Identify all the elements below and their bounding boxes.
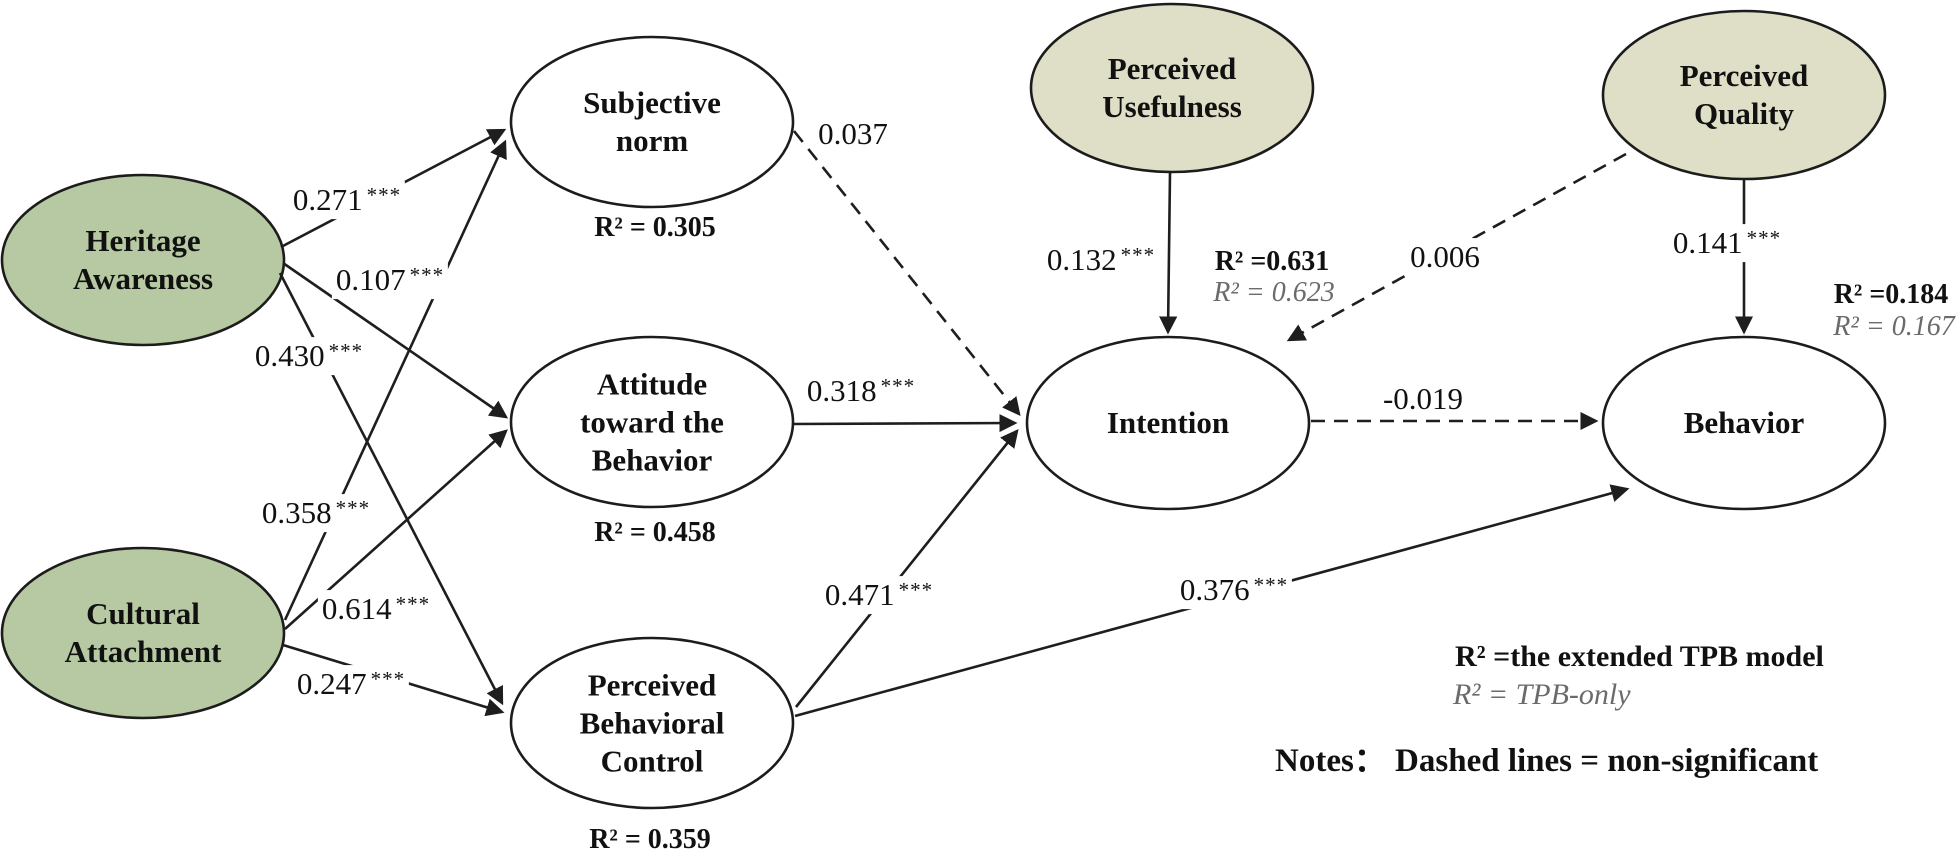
- significance-stars: ***: [898, 578, 934, 603]
- significance-stars: ***: [1120, 243, 1156, 268]
- significance-stars: ***: [1746, 226, 1782, 251]
- node-perceived-usefulness: [1029, 2, 1315, 174]
- r2-subjective-norm: R² = 0.305: [594, 211, 716, 243]
- r2-attitude: R² = 0.458: [594, 516, 716, 548]
- coef-quality-intention: 0.006: [1406, 238, 1488, 276]
- node-label-attitude: Attitude toward the Behavior: [580, 366, 724, 477]
- node-intention: [1025, 335, 1311, 511]
- arrow-cultural-to-subjective-norm: [283, 139, 507, 621]
- coef-heritage-pbc: 0.430***: [250, 337, 368, 375]
- significance-stars: ***: [395, 592, 431, 617]
- r2-intention-extended: R² =0.631: [1214, 245, 1330, 277]
- r2-intention-tpb-only: R² = 0.623: [1213, 276, 1335, 308]
- r2-pbc: R² = 0.359: [589, 823, 711, 855]
- coef-cultural-subjective-norm: 0.358***: [257, 494, 375, 532]
- significance-stars: ***: [328, 339, 364, 364]
- arrow-usefulness-to-intention: [1159, 172, 1178, 335]
- significance-stars: ***: [409, 263, 445, 288]
- legend-notes: Notes： Dashed lines = non-significant: [1275, 743, 1819, 779]
- node-label-perceived-quality: Perceived Quality: [1679, 58, 1809, 131]
- coef-cultural-pbc: 0.247***: [292, 665, 410, 703]
- node-attitude: [509, 335, 795, 509]
- node-subjective-norm: [509, 35, 795, 209]
- r2-behavior-extended: R² =0.184: [1833, 278, 1949, 310]
- coef-attitude-intention: 0.318***: [802, 372, 920, 410]
- node-behavior: [1601, 335, 1887, 511]
- coef-subjective-norm-intention: 0.037: [814, 115, 896, 153]
- node-label-intention: Intention: [1106, 405, 1230, 441]
- node-label-perceived-usefulness: Perceived Usefulness: [1102, 51, 1242, 124]
- node-heritage-awareness: [0, 173, 286, 347]
- arrow-heritage-to-attitude: [282, 261, 509, 419]
- node-perceived-quality: [1601, 9, 1887, 181]
- legend-r2-extended: R² =the extended TPB model: [1455, 640, 1824, 673]
- arrow-subjective-norm-to-intention-dashed: [792, 130, 1021, 416]
- r2-behavior-tpb-only: R² = 0.167: [1833, 310, 1955, 342]
- coef-heritage-subjective-norm: 0.271***: [288, 181, 406, 219]
- coef-quality-behavior: 0.141***: [1668, 224, 1786, 262]
- coef-pbc-intention: 0.471***: [820, 576, 938, 614]
- node-label-cultural-attachment: Cultural Attachment: [64, 596, 222, 669]
- arrow-attitude-to-intention: [793, 413, 1018, 433]
- node-label-perceived-behavioral-control: Perceived Behavioral Control: [579, 667, 725, 778]
- significance-stars: ***: [370, 667, 406, 692]
- node-perceived-behavioral-control: [509, 636, 795, 810]
- coef-intention-behavior: -0.019: [1378, 380, 1472, 418]
- coef-pbc-behavior: 0.376***: [1175, 571, 1293, 609]
- node-label-heritage-awareness: Heritage Awareness: [72, 223, 214, 296]
- significance-stars: ***: [1253, 573, 1289, 598]
- significance-stars: ***: [335, 496, 371, 521]
- node-cultural-attachment: [0, 546, 286, 720]
- significance-stars: ***: [880, 374, 916, 399]
- node-label-behavior: Behavior: [1683, 405, 1805, 441]
- coef-usefulness-intention: 0.132***: [1042, 241, 1160, 279]
- arrow-pbc-to-intention: [794, 429, 1019, 708]
- significance-stars: ***: [366, 183, 402, 208]
- coef-heritage-attitude: 0.107***: [331, 261, 449, 299]
- coef-cultural-attitude: 0.614***: [317, 590, 435, 628]
- legend-r2-tpb-only: R² = TPB-only: [1453, 678, 1631, 711]
- node-label-subjective-norm: Subjective norm: [583, 85, 721, 158]
